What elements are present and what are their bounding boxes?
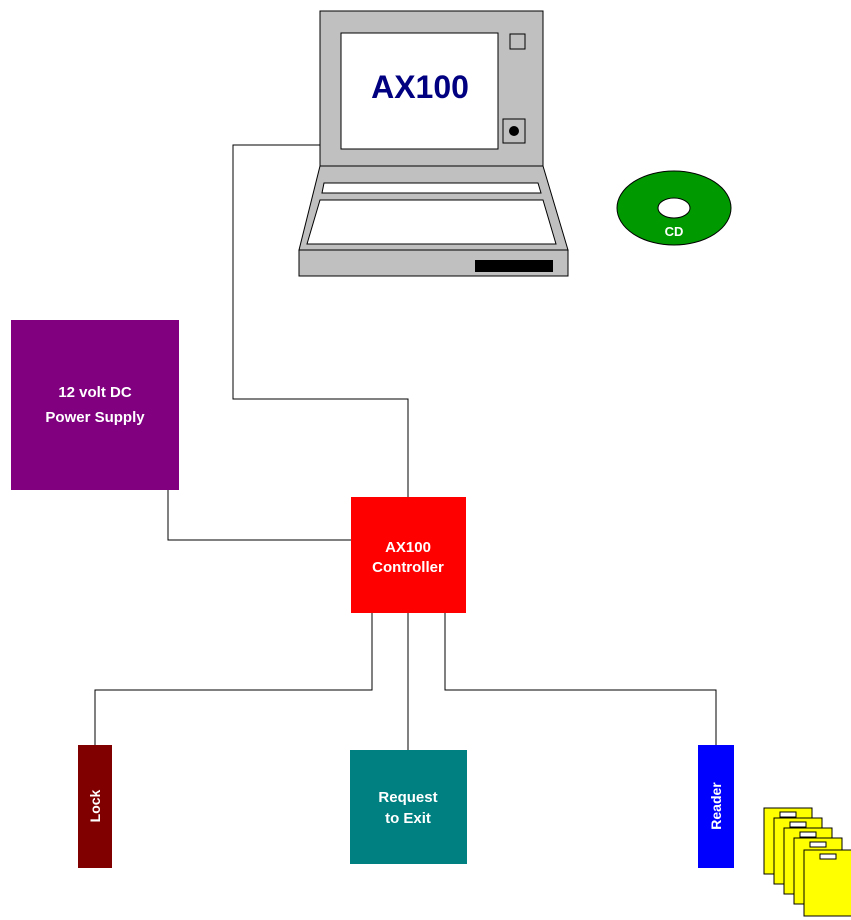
lock-box — [78, 745, 112, 868]
power-supply: 12 volt DC Power Supply — [11, 320, 179, 490]
access-card-slot — [779, 811, 797, 818]
laptop-lid-button — [509, 33, 526, 50]
wire-controller-lock — [94, 613, 373, 745]
access-card-slot — [819, 853, 837, 860]
controller-box — [351, 497, 466, 613]
access-card-slot — [789, 821, 807, 828]
cd-disc: CD — [616, 170, 732, 246]
power-supply-box — [11, 320, 179, 490]
controller: AX100 Controller — [351, 497, 466, 613]
reader-label: Reader — [708, 782, 724, 830]
controller-label-line1: AX100 — [385, 539, 431, 556]
laptop-touchpad — [306, 199, 557, 245]
request-to-exit-label-line2: to Exit — [385, 810, 431, 827]
access-cards-icon — [763, 807, 851, 917]
laptop-screen-label: AX100 — [371, 69, 469, 105]
request-to-exit-label-line1: Request — [378, 789, 437, 806]
wire-controller-reader — [444, 613, 717, 745]
wire-laptop-controller — [232, 144, 409, 497]
lock: Lock — [78, 745, 112, 868]
cd-label: CD — [665, 224, 684, 239]
controller-label-line2: Controller — [372, 559, 444, 576]
access-card — [803, 849, 851, 917]
lock-label: Lock — [87, 789, 103, 822]
laptop-screen — [340, 32, 499, 150]
wire-power-controller — [167, 490, 352, 541]
reader-box — [698, 745, 734, 868]
request-to-exit: Request to Exit — [350, 750, 467, 864]
laptop-power-icon — [509, 126, 519, 136]
power-supply-label-line2: Power Supply — [45, 409, 145, 426]
request-to-exit-box — [350, 750, 467, 864]
access-card-slot — [809, 841, 827, 848]
power-supply-label-line1: 12 volt DC — [58, 384, 132, 401]
laptop-drive-slot — [475, 260, 553, 272]
access-card-slot — [799, 831, 817, 838]
reader: Reader — [698, 745, 734, 868]
laptop-keyboard — [321, 182, 542, 194]
laptop: AX100 — [298, 10, 569, 277]
wires — [94, 144, 717, 750]
cd-hole — [657, 197, 691, 219]
